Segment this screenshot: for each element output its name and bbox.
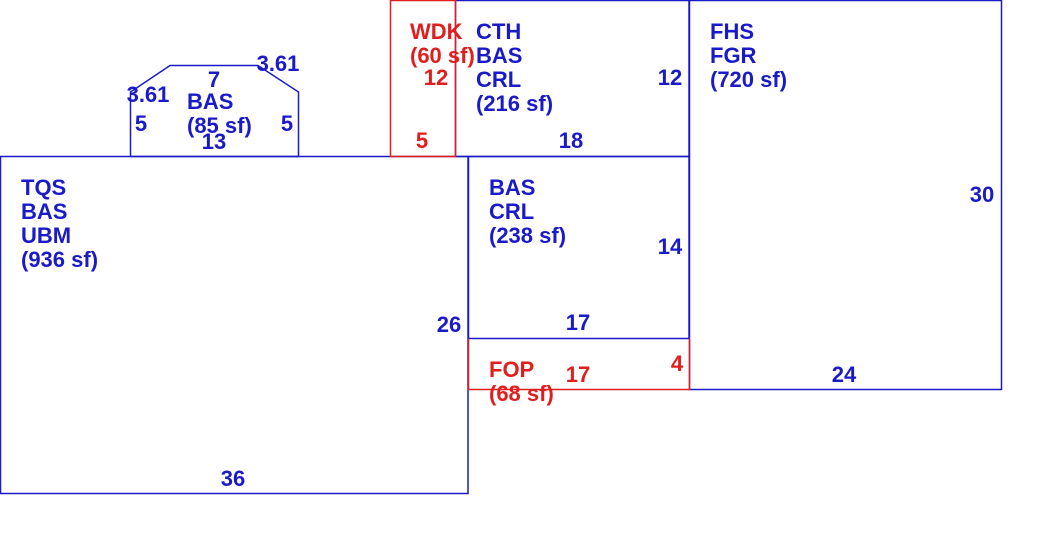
porch-outline <box>467 338 691 391</box>
garage-code-1: FHS <box>710 19 754 44</box>
deck-outline <box>389 0 457 158</box>
porch-code: FOP <box>489 357 534 382</box>
room-outlines <box>0 0 1003 495</box>
upper-room-dim-bottom: 18 <box>559 128 583 153</box>
mid-room-code-2: CRL <box>489 199 534 224</box>
main-room-area: (936 sf) <box>21 247 98 272</box>
mid-room-dim-right: 14 <box>658 234 683 259</box>
deck-dim-side: 12 <box>424 65 448 90</box>
main-room: TQS BAS UBM (936 sf) 36 26 <box>21 175 461 491</box>
bay-code: BAS <box>187 89 233 114</box>
deck-area: (60 sf) <box>410 43 475 68</box>
garage-area: (720 sf) <box>710 67 787 92</box>
upper-room-code-3: CRL <box>476 67 521 92</box>
mid-room-dim-bottom: 17 <box>566 310 590 335</box>
main-room-dim-right: 26 <box>437 312 461 337</box>
bay-dim-top: 7 <box>208 67 220 92</box>
porch: FOP (68 sf) 17 4 <box>489 351 684 406</box>
upper-room-code-2: BAS <box>476 43 522 68</box>
porch-area: (68 sf) <box>489 381 554 406</box>
bay-dim-bottom: 13 <box>202 129 226 154</box>
bay-dim-left: 5 <box>135 111 147 136</box>
bay: BAS (85 sf) 7 3.61 3.61 5 5 13 <box>127 51 300 154</box>
garage-dim-right: 30 <box>970 182 994 207</box>
main-room-outline <box>0 155 469 495</box>
garage-outline <box>688 0 1003 391</box>
porch-dim-length: 17 <box>566 362 590 387</box>
deck-code: WDK <box>410 19 463 44</box>
mid-room-code-1: BAS <box>489 175 535 200</box>
main-room-code-3: UBM <box>21 223 71 248</box>
upper-room-dim-right: 12 <box>658 65 682 90</box>
garage: FHS FGR (720 sf) 30 24 <box>710 19 994 387</box>
deck-dim-bottom: 5 <box>416 128 428 153</box>
bay-dim-diag-right: 3.61 <box>257 51 300 76</box>
upper-room-area: (216 sf) <box>476 91 553 116</box>
main-room-dim-bottom: 36 <box>221 466 245 491</box>
garage-dim-bottom: 24 <box>832 362 857 387</box>
mid-room: BAS CRL (238 sf) 14 17 <box>489 175 683 335</box>
main-room-code-2: BAS <box>21 199 67 224</box>
bay-outline <box>129 64 300 158</box>
bay-dim-right: 5 <box>281 111 293 136</box>
upper-room-code-1: CTH <box>476 19 521 44</box>
deck: WDK (60 sf) 12 5 <box>410 19 475 153</box>
mid-room-area: (238 sf) <box>489 223 566 248</box>
main-room-code-1: TQS <box>21 175 66 200</box>
porch-dim-right: 4 <box>671 351 684 376</box>
upper-room: CTH BAS CRL (216 sf) 12 18 <box>476 19 682 153</box>
bay-area: (85 sf) <box>187 113 252 138</box>
bay-dim-diag-left: 3.61 <box>127 82 170 107</box>
garage-code-2: FGR <box>710 43 757 68</box>
